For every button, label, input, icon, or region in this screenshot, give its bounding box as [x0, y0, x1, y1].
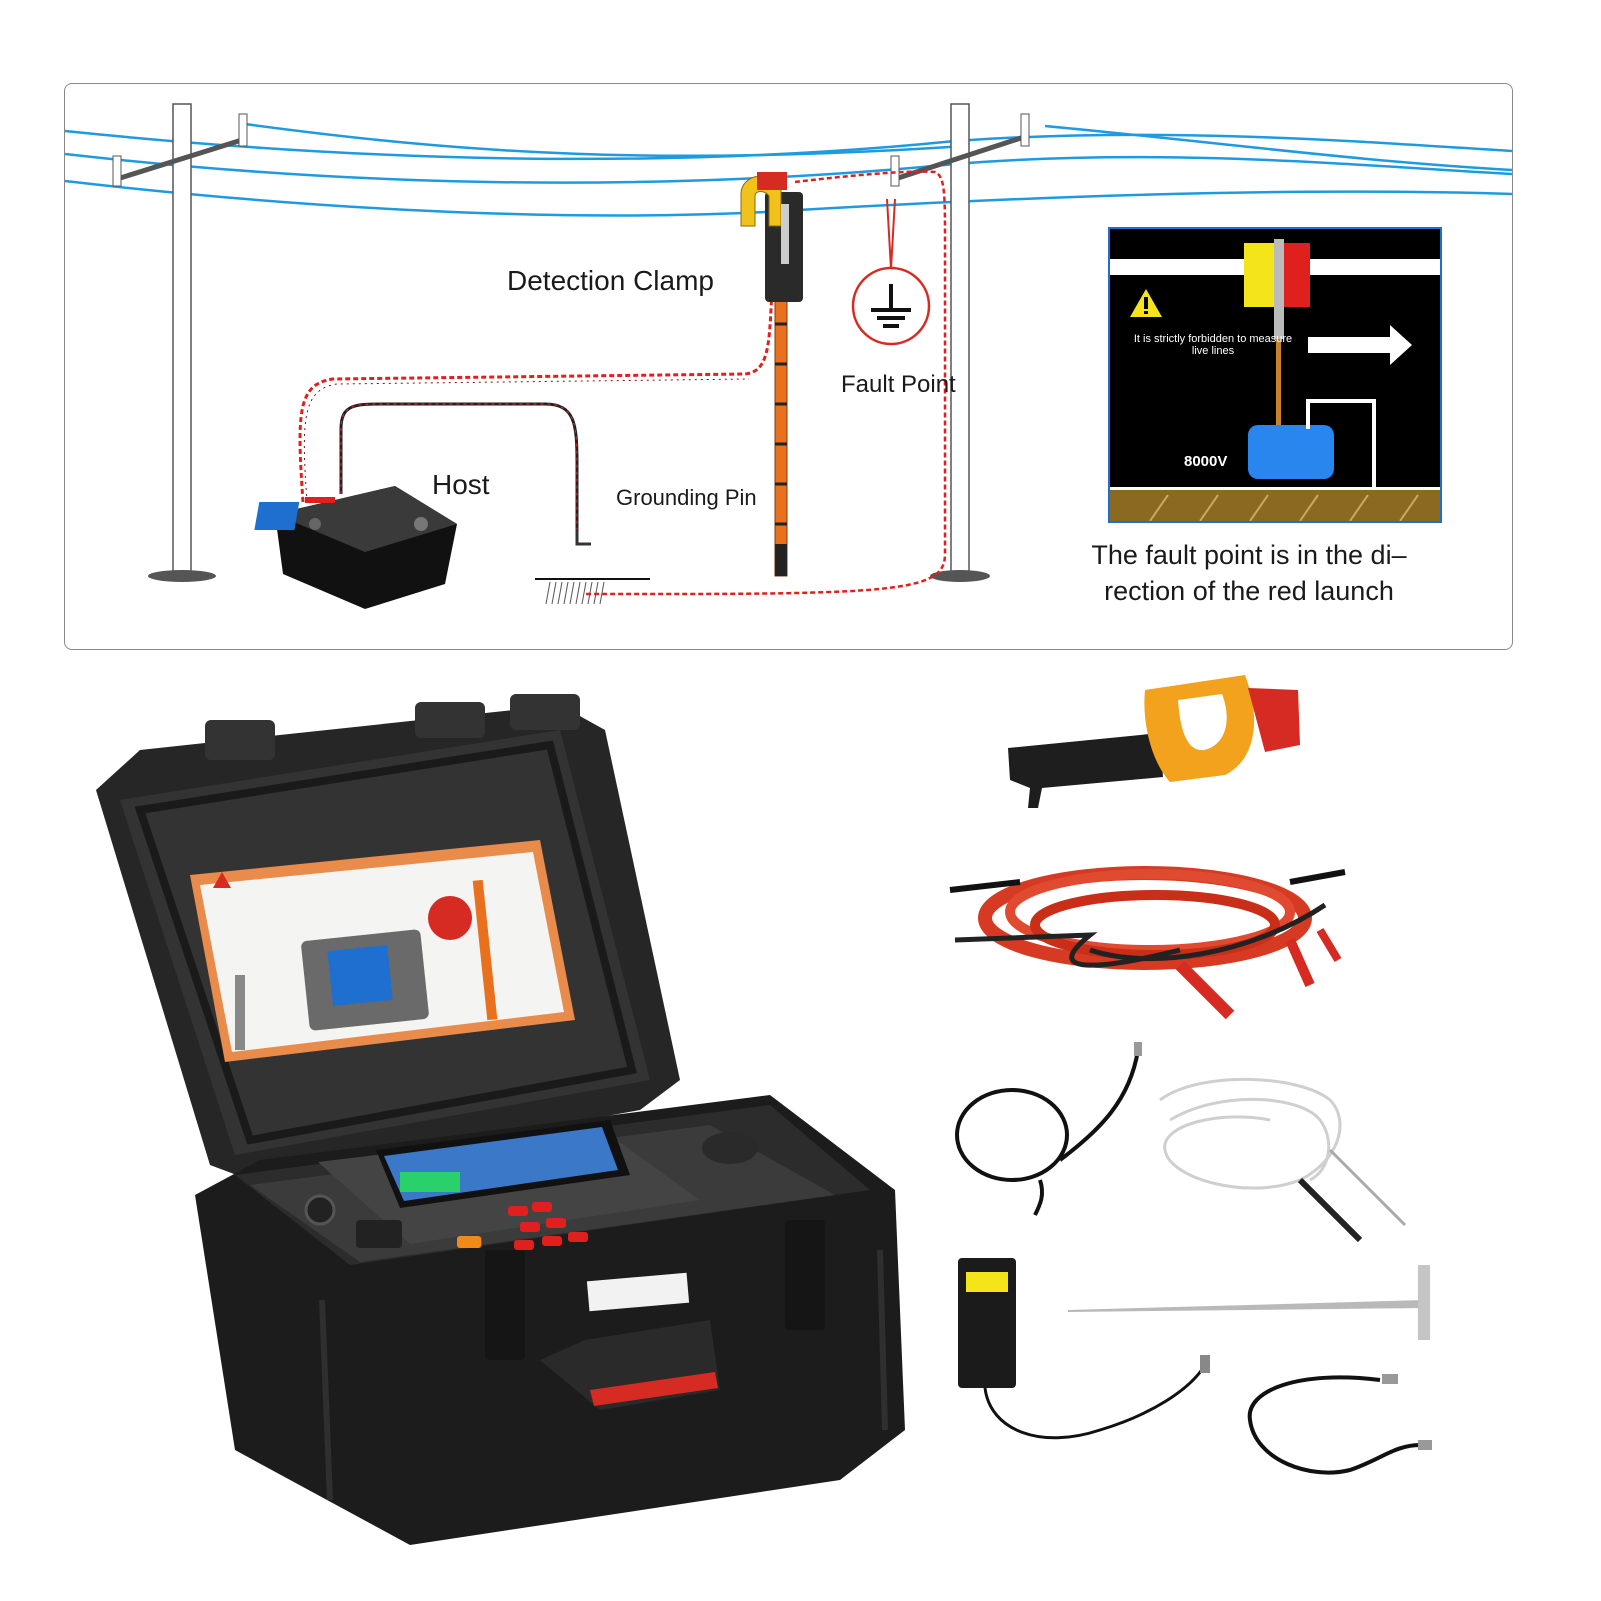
caption-line-2: rection of the red launch	[1104, 576, 1394, 606]
caption-line-1: The fault point is in the di–	[1091, 540, 1407, 570]
fault-direction-caption: The fault point is in the di– rection of…	[1070, 537, 1428, 609]
arrow-right-icon	[1308, 325, 1412, 365]
power-adapter	[958, 1258, 1210, 1440]
diagram-frame: Detection Clamp Fault Point Host Groundi…	[64, 83, 1513, 650]
warning-panel: It is strictly forbidden to measure live…	[1108, 227, 1442, 523]
warning-triangle-icon	[1130, 289, 1162, 317]
voltage-label: 8000V	[1184, 453, 1228, 470]
ground-symbol-icon	[851, 198, 931, 346]
fault-point-label: Fault Point	[841, 371, 956, 398]
detection-clamp	[740, 172, 803, 302]
instruction-sheet	[190, 840, 575, 1062]
host-device	[254, 486, 457, 609]
grounding-pin-label: Grounding Pin	[616, 485, 757, 510]
case-body	[195, 1095, 905, 1545]
detection-clamp-label: Detection Clamp	[507, 265, 714, 296]
insulating-rod	[774, 283, 788, 577]
utility-pole-right	[890, 103, 1030, 582]
grounding-pin	[535, 529, 650, 605]
host-label: Host	[432, 469, 490, 500]
usb-cable	[955, 1042, 1142, 1216]
warning-text: It is strictly forbidden to measure live…	[1133, 333, 1293, 357]
wiring-diagram	[65, 103, 1512, 609]
red-test-wire	[298, 233, 777, 503]
warning-illustration	[1110, 239, 1440, 521]
white-lead-wire	[1159, 1077, 1407, 1243]
grounding-pin-accessory	[1068, 1265, 1430, 1340]
product-contents-illustration	[96, 675, 1432, 1545]
red-return-wire	[585, 170, 947, 596]
utility-pole-left	[112, 103, 248, 582]
usb-cable-2	[1247, 1374, 1432, 1475]
red-test-lead	[949, 866, 1346, 1020]
clamp-accessory	[1008, 675, 1300, 808]
